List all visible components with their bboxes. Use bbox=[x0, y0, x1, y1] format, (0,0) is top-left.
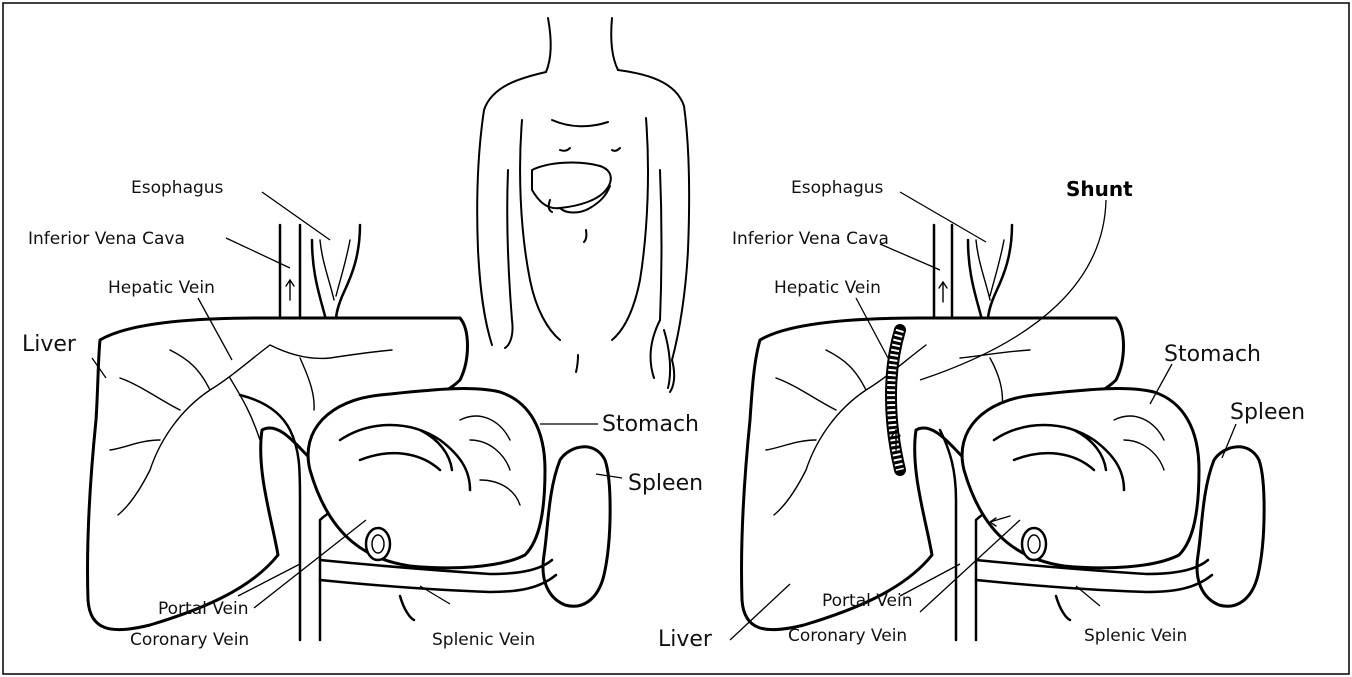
body-figure bbox=[477, 18, 689, 392]
left-label-inferior-vena-cava: Inferior Vena Cava bbox=[28, 229, 185, 249]
right-label-stomach: Stomach bbox=[1164, 342, 1261, 367]
left-label-liver: Liver bbox=[22, 332, 77, 357]
left-label-spleen: Spleen bbox=[628, 471, 703, 496]
right-label-spleen: Spleen bbox=[1230, 400, 1305, 425]
right-label-shunt: Shunt bbox=[1066, 177, 1133, 201]
right-label-hepatic-vein: Hepatic Vein bbox=[774, 278, 881, 298]
left-label-esophagus: Esophagus bbox=[131, 178, 224, 198]
right-label-splenic-vein: Splenic Vein bbox=[1084, 626, 1187, 646]
right-label-esophagus: Esophagus bbox=[791, 178, 884, 198]
left-label-portal-vein: Portal Vein bbox=[158, 599, 249, 619]
right-ivc-vessel bbox=[934, 225, 952, 320]
left-label-splenic-vein: Splenic Vein bbox=[432, 630, 535, 650]
left-ivc-vessel bbox=[280, 225, 300, 320]
left-label-stomach: Stomach bbox=[602, 412, 699, 437]
left-stomach-organ bbox=[308, 389, 545, 568]
right-label-coronary-vein: Coronary Vein bbox=[788, 626, 907, 646]
right-label-portal-vein: Portal Vein bbox=[822, 591, 913, 611]
left-spleen-organ bbox=[543, 447, 610, 606]
right-label-inferior-vena-cava: Inferior Vena Cava bbox=[732, 229, 889, 249]
right-spleen-organ bbox=[1197, 447, 1264, 606]
right-esophagus-vessel bbox=[968, 225, 1012, 320]
right-label-liver: Liver bbox=[658, 627, 713, 652]
left-label-hepatic-vein: Hepatic Vein bbox=[108, 278, 215, 298]
left-esophagus-vessel bbox=[312, 225, 360, 320]
left-label-coronary-vein: Coronary Vein bbox=[130, 630, 249, 650]
